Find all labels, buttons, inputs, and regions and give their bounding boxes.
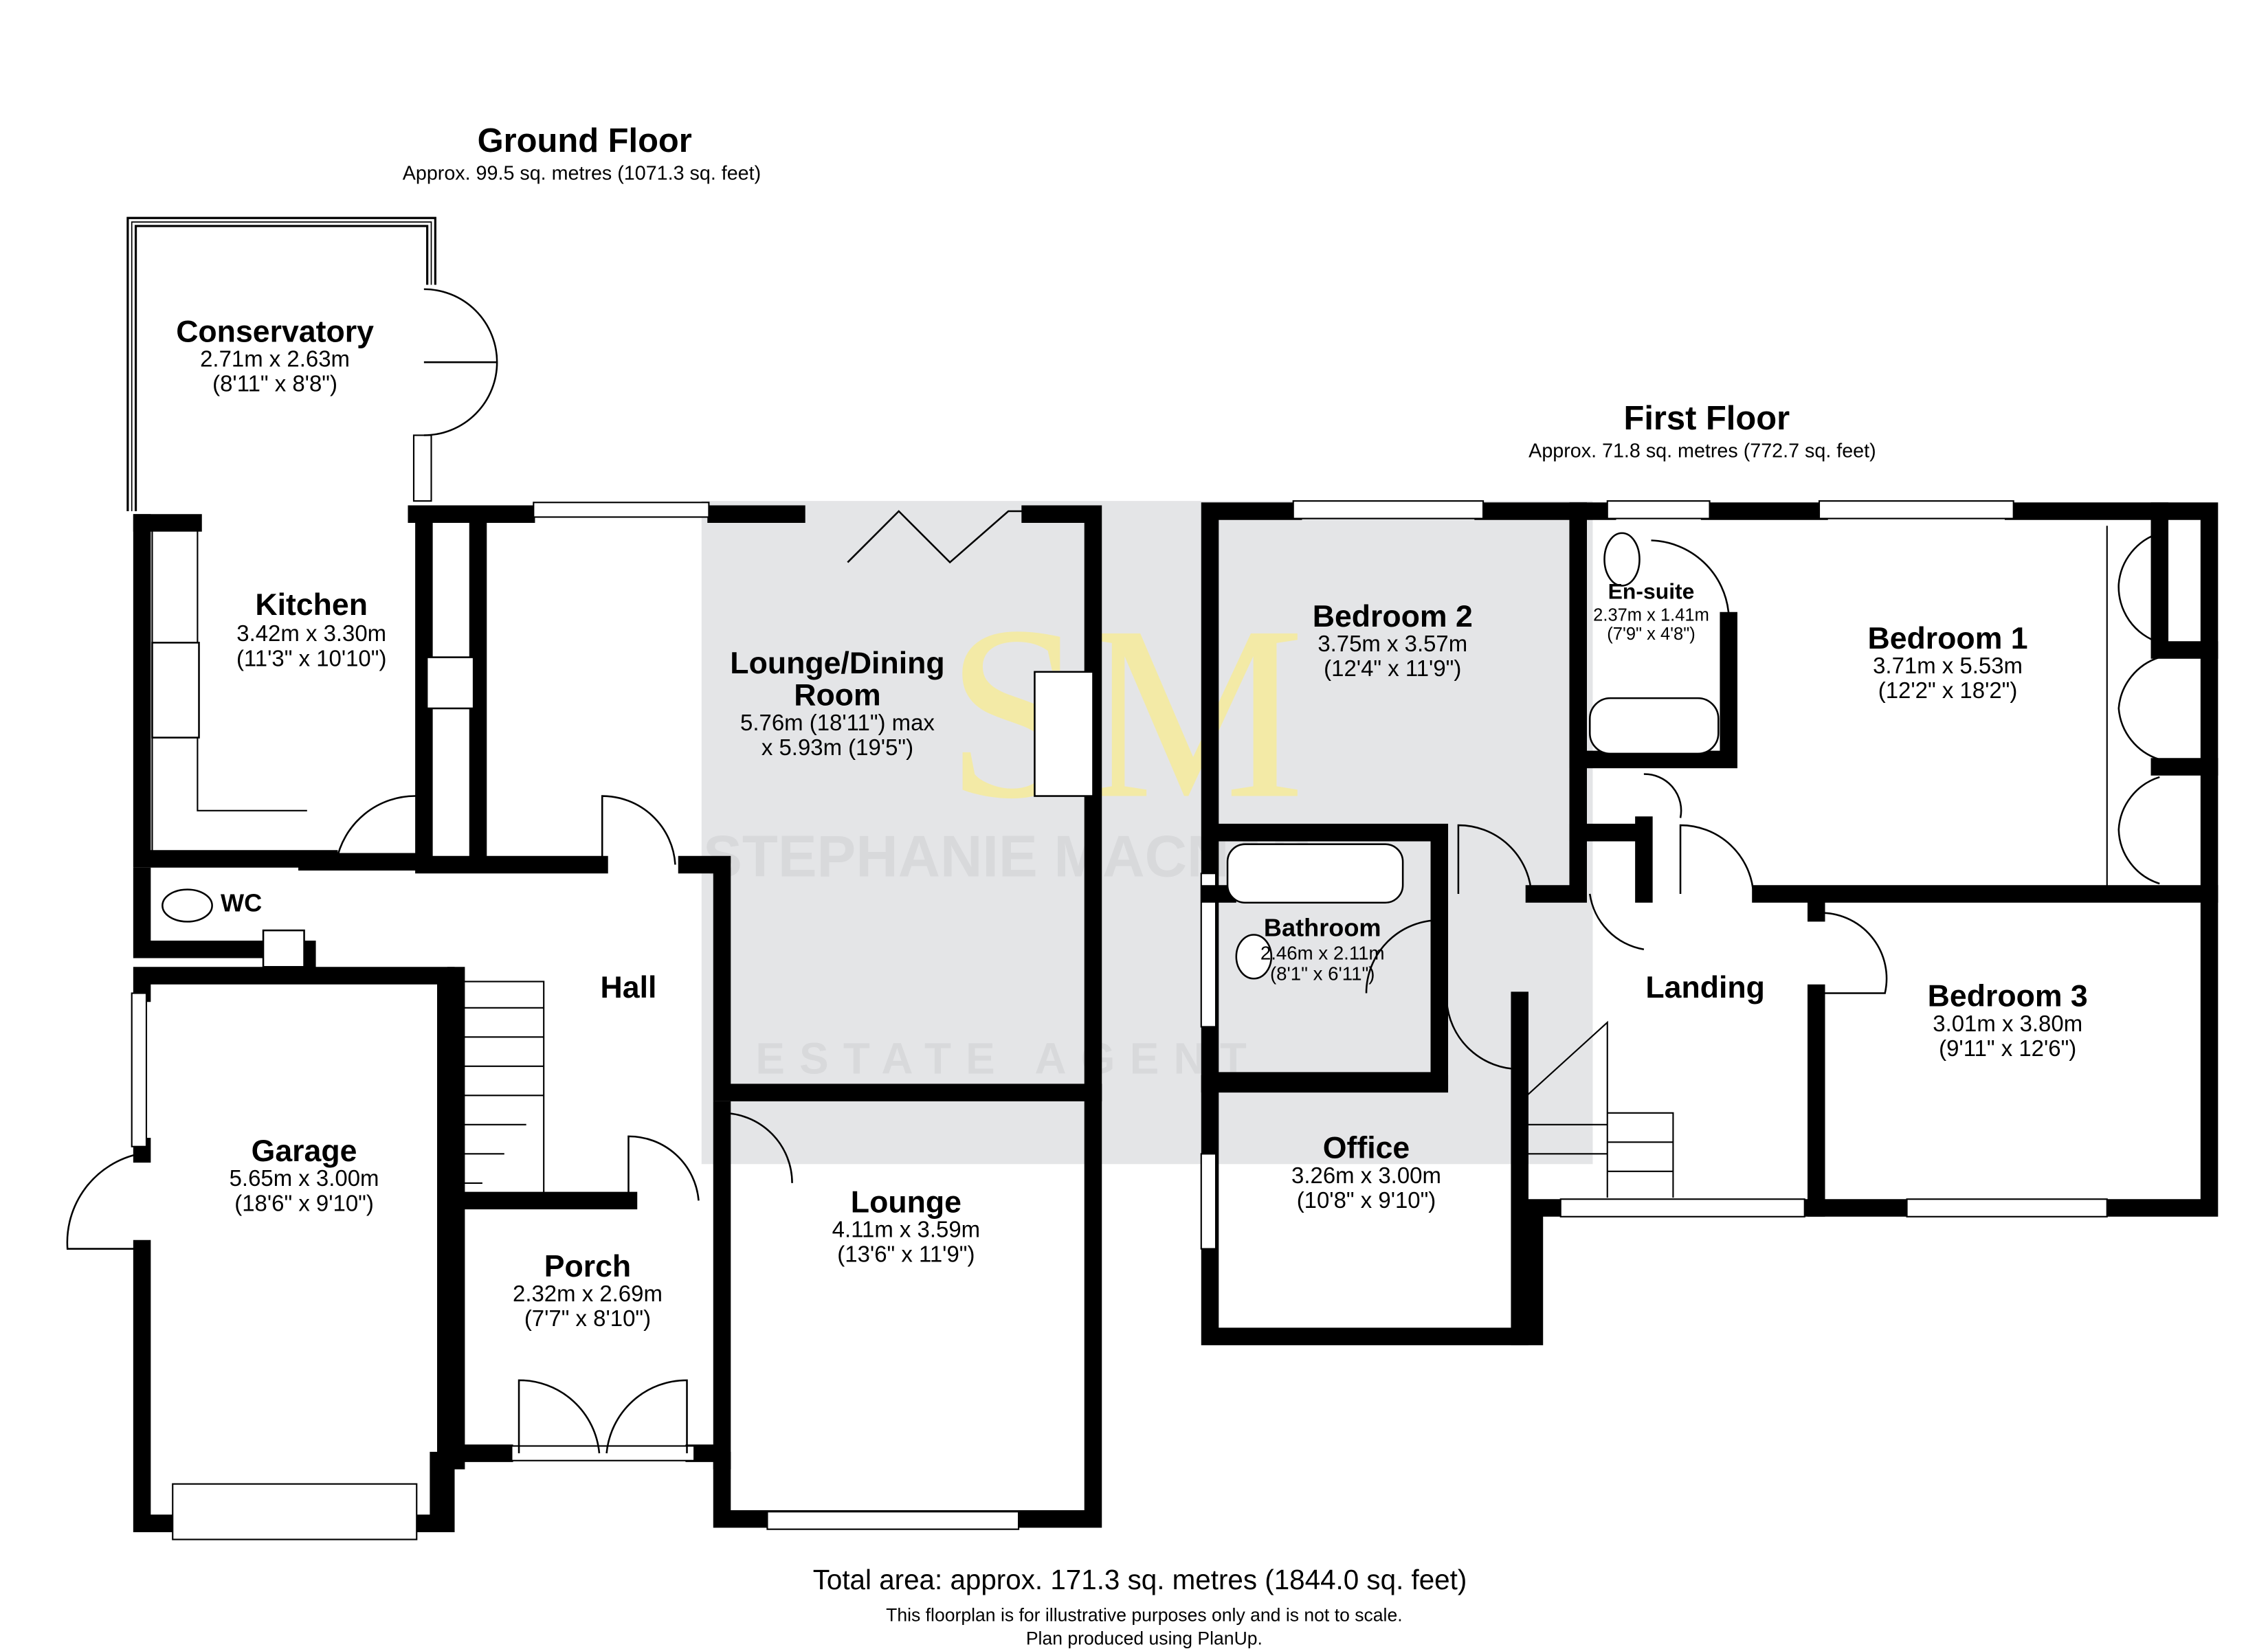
svg-text:Lounge: Lounge (851, 1185, 961, 1219)
svg-text:Bathroom: Bathroom (1264, 914, 1381, 942)
svg-text:3.42m x 3.30m: 3.42m x 3.30m (236, 620, 386, 646)
watermark-logo: SM (946, 576, 1304, 851)
svg-text:(12'2" x 18'2"): (12'2" x 18'2") (1878, 677, 2018, 703)
svg-text:Conservatory: Conservatory (176, 315, 374, 348)
svg-text:Room: Room (794, 679, 880, 713)
room-office: Office 3.26m x 3.00m (10'8" x 9'10") (1291, 1132, 1441, 1213)
svg-text:3.71m x 5.53m: 3.71m x 5.53m (1873, 653, 2023, 678)
svg-text:3.26m x 3.00m: 3.26m x 3.00m (1291, 1163, 1441, 1188)
svg-text:Office: Office (1323, 1132, 1410, 1165)
room-landing: Landing (1645, 971, 1765, 1005)
room-bedroom-2: Bedroom 2 3.75m x 3.57m (12'4" x 11'9") (1313, 600, 1473, 681)
svg-text:Porch: Porch (544, 1250, 631, 1283)
total-area: Total area: approx. 171.3 sq. metres (18… (813, 1564, 1467, 1595)
room-en-suite: En-suite 2.37m x 1.41m (7'9" x 4'8") (1593, 579, 1709, 644)
svg-text:Bedroom 2: Bedroom 2 (1313, 600, 1473, 633)
svg-text:En-suite: En-suite (1608, 579, 1695, 604)
svg-text:Garage: Garage (252, 1134, 357, 1168)
svg-text:5.76m (18'11") max: 5.76m (18'11") max (740, 710, 935, 735)
svg-text:(11'3" x 10'10"): (11'3" x 10'10") (236, 645, 386, 671)
room-bedroom-1: Bedroom 1 3.71m x 5.53m (12'2" x 18'2") (1868, 622, 2028, 703)
svg-text:Landing: Landing (1645, 971, 1765, 1005)
svg-text:(7'9" x 4'8"): (7'9" x 4'8") (1607, 625, 1695, 644)
svg-text:Lounge/Dining: Lounge/Dining (730, 647, 944, 680)
svg-text:(8'1" x 6'11"): (8'1" x 6'11") (1270, 963, 1375, 984)
svg-text:Bedroom 3: Bedroom 3 (1928, 980, 2088, 1013)
room-garage: Garage 5.65m x 3.00m (18'6" x 9'10") (230, 1134, 379, 1215)
room-lounge-dining: Lounge/Dining Room 5.76m (18'11") max x … (730, 647, 944, 760)
svg-text:3.01m x 3.80m: 3.01m x 3.80m (1933, 1011, 2082, 1036)
svg-text:2.71m x 2.63m: 2.71m x 2.63m (200, 346, 350, 372)
svg-text:(8'11" x 8'8"): (8'11" x 8'8") (212, 371, 337, 396)
svg-text:Hall: Hall (601, 971, 657, 1005)
svg-text:2.46m x 2.11m: 2.46m x 2.11m (1260, 943, 1385, 964)
svg-text:(18'6" x 9'10"): (18'6" x 9'10") (234, 1190, 374, 1215)
room-lounge: Lounge 4.11m x 3.59m (13'6" x 11'9") (832, 1185, 980, 1266)
ground-floor-area: Approx. 99.5 sq. metres (1071.3 sq. feet… (403, 162, 761, 184)
first-floor-area: Approx. 71.8 sq. metres (772.7 sq. feet) (1528, 440, 1876, 462)
svg-text:Bedroom 1: Bedroom 1 (1868, 622, 2028, 655)
svg-text:(10'8" x 9'10"): (10'8" x 9'10") (1297, 1187, 1436, 1213)
svg-text:3.75m x 3.57m: 3.75m x 3.57m (1318, 631, 1467, 656)
first-floor-title: First Floor (1623, 400, 1790, 437)
svg-text:WC: WC (221, 888, 262, 917)
svg-text:(9'11" x 12'6"): (9'11" x 12'6") (1939, 1035, 2076, 1061)
svg-text:5.65m x 3.00m: 5.65m x 3.00m (230, 1165, 379, 1191)
first-floor-walls (1200, 500, 2219, 1345)
svg-text:x 5.93m (19'5"): x 5.93m (19'5") (761, 734, 913, 760)
disclaimer: This floorplan is for illustrative purpo… (886, 1605, 1402, 1626)
room-porch: Porch 2.32m x 2.69m (7'7" x 8'10") (513, 1250, 663, 1331)
watermark-line2: ESTATE AGENT (755, 1033, 1261, 1083)
room-wc: WC (221, 888, 262, 917)
room-hall: Hall (601, 971, 657, 1005)
svg-text:(7'7" x 8'10"): (7'7" x 8'10") (524, 1305, 651, 1331)
room-conservatory: Conservatory 2.71m x 2.63m (8'11" x 8'8"… (176, 315, 374, 396)
svg-text:4.11m x 3.59m: 4.11m x 3.59m (832, 1217, 980, 1242)
svg-text:2.32m x 2.69m: 2.32m x 2.69m (513, 1281, 663, 1306)
room-bedroom-3: Bedroom 3 3.01m x 3.80m (9'11" x 12'6") (1928, 980, 2088, 1061)
svg-text:(12'4" x 11'9"): (12'4" x 11'9") (1324, 655, 1461, 681)
room-kitchen: Kitchen 3.42m x 3.30m (11'3" x 10'10") (236, 588, 386, 671)
ground-floor-title: Ground Floor (478, 122, 692, 159)
ground-floor-walls (66, 216, 1102, 1540)
produced-by: Plan produced using PlanUp. (1026, 1628, 1263, 1649)
svg-text:Kitchen: Kitchen (255, 588, 368, 622)
svg-text:(13'6" x 11'9"): (13'6" x 11'9") (837, 1242, 975, 1267)
svg-text:2.37m x 1.41m: 2.37m x 1.41m (1593, 605, 1709, 625)
room-bathroom: Bathroom 2.46m x 2.11m (8'1" x 6'11") (1260, 914, 1385, 985)
